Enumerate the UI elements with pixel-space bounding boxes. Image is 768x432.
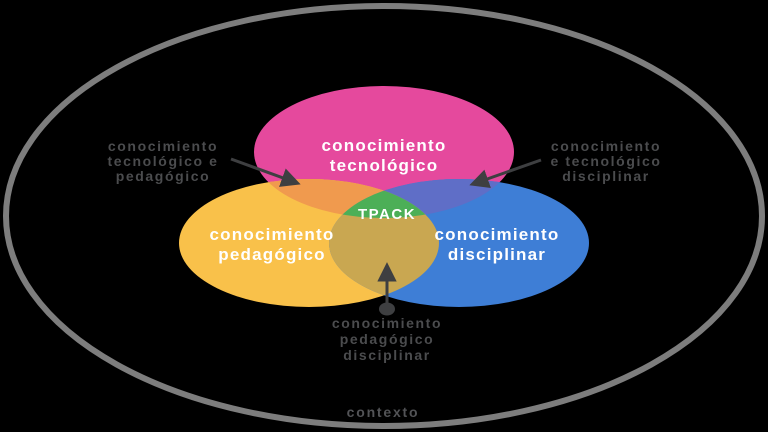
disciplinary-circle-label-line-2: disciplinar (448, 245, 546, 264)
context-label: contexto (347, 404, 420, 420)
pedagogy-circle-label-line-1: conocimiento (210, 225, 335, 244)
disciplinary-circle-label-line-1: conocimiento (435, 225, 560, 244)
tech-ped-arrow (230, 157, 301, 187)
ped-disc-arrow-dot (379, 302, 395, 316)
tech-disc-annotation-line-1: conocimiento (551, 138, 661, 154)
tech-circle-label-line-1: conocimiento (322, 136, 447, 155)
ped-disc-annotation-line-3: disciplinar (343, 347, 431, 363)
pedagogy-circle-label-line-2: pedagógico (218, 245, 325, 264)
tech-ped-annotation-line-3: pedagógico (116, 168, 211, 184)
tech-pedagogy-overlap (254, 179, 439, 218)
tpack-center-label: TPACK (358, 206, 416, 223)
tech-ped-annotation-line-1: conocimiento (108, 138, 218, 154)
tech-disciplinary-overlap (329, 179, 514, 218)
ped-disc-annotation-line-2: pedagógico (340, 331, 435, 347)
tech-disc-annotation-line-2: e tecnológico (550, 153, 661, 169)
tech-circle-label-line-2: tecnológico (330, 156, 439, 175)
context-ellipse (3, 3, 765, 429)
tech-disc-annotation-line-3: disciplinar (562, 168, 650, 184)
ped-disc-annotation-line-1: conocimiento (332, 315, 442, 331)
tech-ped-annotation-line-2: tecnológico e (107, 153, 218, 169)
tech-disc-arrow (469, 158, 542, 189)
